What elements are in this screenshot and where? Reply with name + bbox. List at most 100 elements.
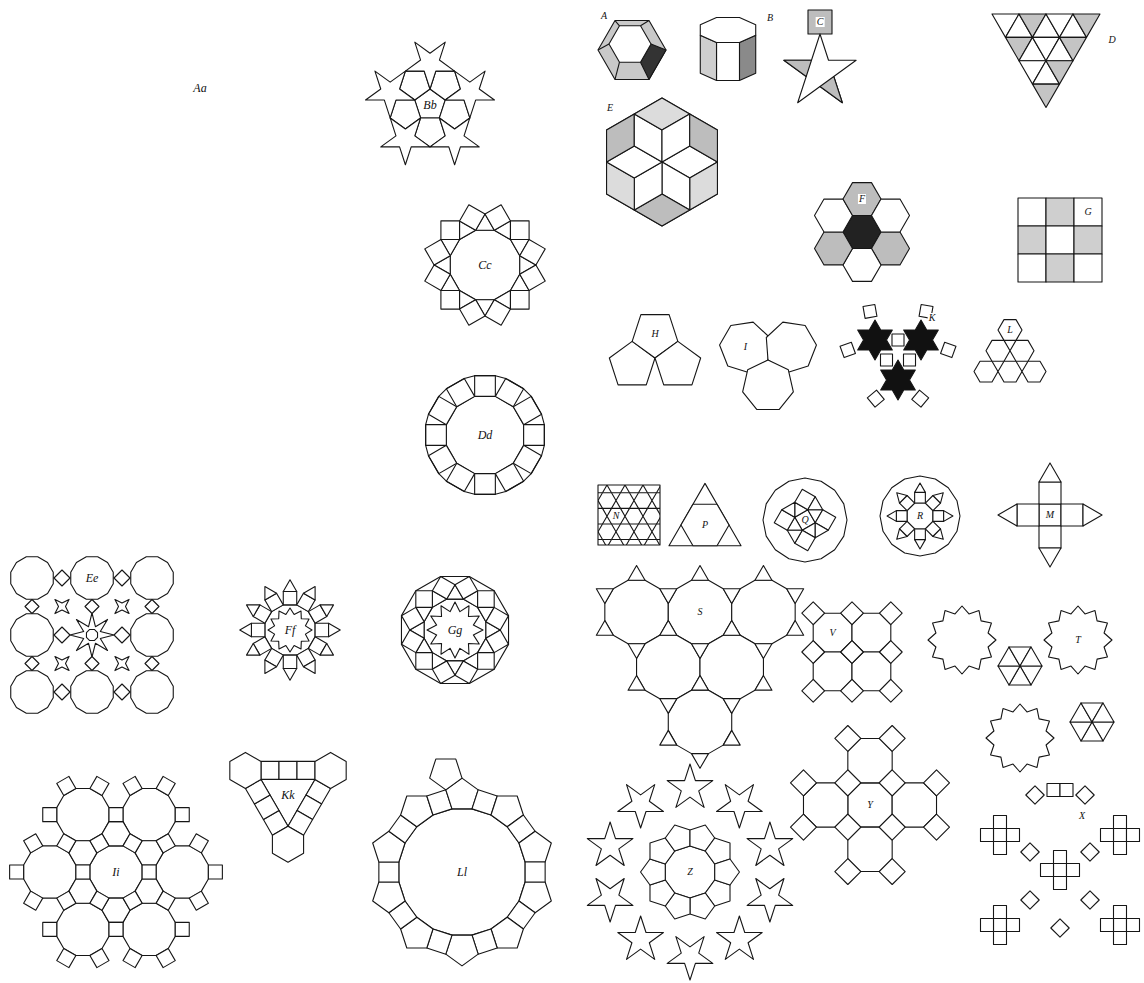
figure-letter: Kk xyxy=(280,789,295,801)
tile xyxy=(896,511,907,522)
tile xyxy=(598,485,607,493)
tile xyxy=(808,497,823,510)
tile xyxy=(297,761,315,779)
tile xyxy=(76,865,90,879)
tile xyxy=(1054,877,1067,890)
figure-letter: P xyxy=(701,520,709,530)
tile xyxy=(692,754,709,769)
tile xyxy=(460,205,485,230)
tile xyxy=(692,644,709,659)
tile xyxy=(1039,463,1061,482)
ring xyxy=(401,576,508,683)
tile xyxy=(669,483,741,545)
tile xyxy=(662,114,690,162)
tile xyxy=(652,524,660,540)
tile xyxy=(625,485,643,493)
tile xyxy=(598,508,607,524)
tile xyxy=(941,342,956,357)
tile xyxy=(208,865,222,879)
figure-letter: T xyxy=(1074,635,1082,645)
tile xyxy=(279,761,297,779)
tile xyxy=(426,376,545,495)
tile xyxy=(131,557,174,600)
tile xyxy=(54,684,70,700)
tile xyxy=(618,916,664,959)
tile xyxy=(625,508,643,524)
tile xyxy=(747,879,793,922)
tile xyxy=(994,842,1007,855)
tile xyxy=(643,485,660,493)
tile xyxy=(787,621,804,636)
tile xyxy=(879,602,902,625)
tile xyxy=(605,580,668,643)
tile xyxy=(607,98,718,226)
tile xyxy=(607,508,625,524)
tile xyxy=(86,629,97,640)
tile xyxy=(446,463,474,491)
tile xyxy=(628,675,645,690)
tile xyxy=(510,290,529,309)
tile xyxy=(145,657,159,671)
tile xyxy=(1114,842,1127,855)
tile xyxy=(841,679,864,702)
tile xyxy=(897,493,907,503)
tile xyxy=(1046,254,1074,282)
figure-letter: M xyxy=(1045,510,1055,520)
tile xyxy=(944,511,953,522)
tile xyxy=(892,334,904,346)
tile xyxy=(787,530,802,543)
tile xyxy=(933,493,943,503)
tile xyxy=(1018,198,1046,226)
tile xyxy=(1022,361,1046,382)
tile xyxy=(787,589,804,604)
tile xyxy=(1074,198,1102,226)
tile xyxy=(1021,843,1039,861)
tile xyxy=(802,641,825,664)
tile xyxy=(598,540,607,545)
tile xyxy=(427,602,483,658)
figure-letter: C xyxy=(816,17,825,27)
tile xyxy=(329,623,341,636)
figure-letter: Ii xyxy=(111,866,120,878)
tile xyxy=(265,587,277,600)
tile xyxy=(840,342,855,357)
tile xyxy=(643,540,660,545)
tile xyxy=(520,265,545,290)
tile xyxy=(1039,526,1061,548)
tile xyxy=(513,396,541,424)
figure-letter: Ff xyxy=(284,624,297,636)
tile xyxy=(700,635,763,698)
tile xyxy=(85,600,99,614)
tile xyxy=(10,865,24,879)
tile xyxy=(445,71,494,118)
tile xyxy=(425,265,450,290)
tile xyxy=(994,829,1007,842)
tile xyxy=(598,485,660,545)
tile xyxy=(790,814,816,840)
tile xyxy=(974,361,998,382)
tile xyxy=(841,641,864,664)
tile xyxy=(71,557,114,600)
tile xyxy=(668,690,731,753)
tile xyxy=(513,445,541,473)
tile xyxy=(643,508,660,524)
tile xyxy=(618,785,664,828)
tile xyxy=(1007,919,1020,932)
tile xyxy=(230,752,261,788)
tile xyxy=(416,653,433,670)
tile xyxy=(928,606,996,674)
tile xyxy=(1073,14,1100,37)
tiles xyxy=(10,10,1140,980)
figure-letter: Bb xyxy=(422,99,437,111)
tile xyxy=(933,511,944,522)
tile xyxy=(272,826,303,862)
tile xyxy=(924,814,950,840)
tile xyxy=(11,671,54,714)
figure-letter: Z xyxy=(686,867,694,877)
tile xyxy=(858,320,893,360)
tile xyxy=(373,882,405,913)
tile xyxy=(320,605,333,617)
tile xyxy=(175,922,189,936)
tile xyxy=(54,570,70,586)
